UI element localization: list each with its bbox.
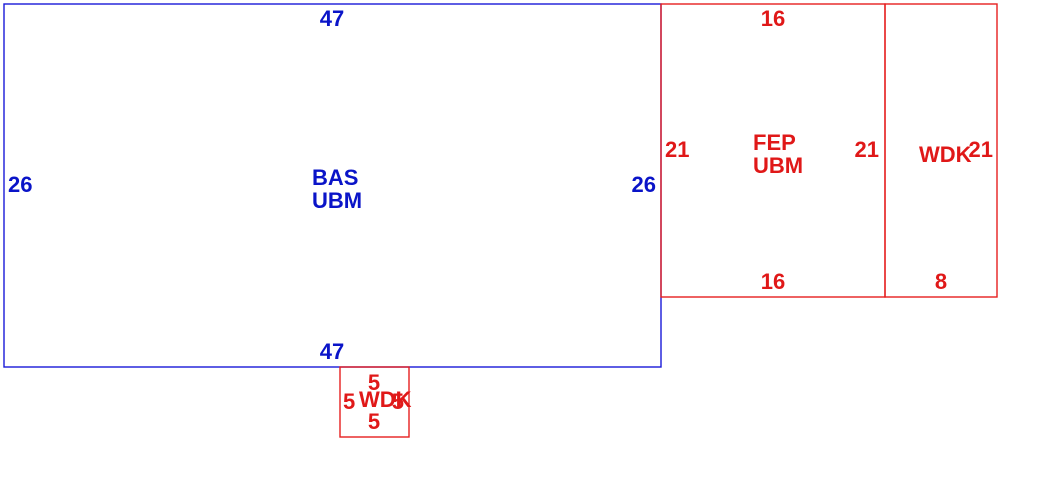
room-bas-type: UBM: [312, 188, 362, 213]
dim-wdk-right-right: 21: [969, 137, 993, 162]
room-wdk-right-outline: [884, 3, 998, 298]
dim-fep-left: 21: [665, 137, 689, 162]
room-wdk-small: 5 5 5 5 WDK: [339, 366, 412, 438]
room-bas-name: BAS: [312, 165, 358, 190]
dim-wdk-small-bottom: 5: [368, 409, 380, 434]
dim-wdk-right-bottom: 8: [935, 269, 947, 294]
room-wdk-small-outline: [339, 366, 410, 438]
room-fep-name: FEP: [753, 130, 796, 155]
dim-wdk-small-right: 5: [392, 389, 404, 414]
dim-wdk-small-left: 5: [343, 389, 355, 414]
room-wdk-right: WDK 21 8: [884, 3, 998, 298]
dim-bas-right: 26: [632, 172, 656, 197]
dim-bas-top: 47: [320, 6, 344, 31]
room-wdk-right-name: WDK: [919, 142, 972, 167]
room-wdk-small-name: WDK: [359, 387, 412, 412]
room-bas-ubm: 47 47 26 26 BAS UBM: [3, 3, 662, 368]
dim-bas-left: 26: [8, 172, 32, 197]
room-fep-type: UBM: [753, 153, 803, 178]
dim-fep-top: 16: [761, 6, 785, 31]
dim-bas-bottom: 47: [320, 339, 344, 364]
room-fep-ubm: 16 16 21 21 FEP UBM: [660, 3, 886, 298]
dim-fep-bottom: 16: [761, 269, 785, 294]
dim-wdk-small-top: 5: [368, 370, 380, 395]
dim-fep-right: 21: [855, 137, 879, 162]
